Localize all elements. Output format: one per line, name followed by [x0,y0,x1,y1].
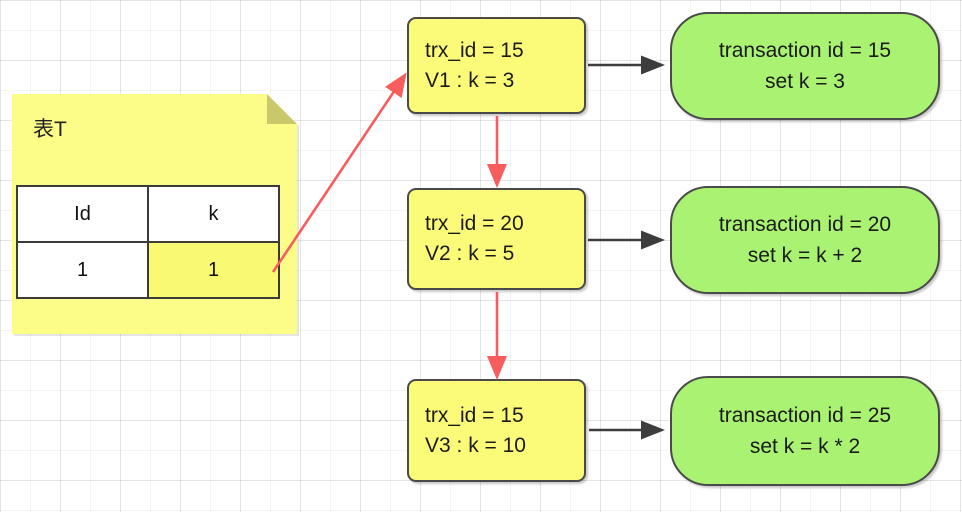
note-title: 表T [33,118,67,141]
transaction-box-15: transaction id = 15 set k = 3 [670,12,940,120]
version-box-v2: trx_id = 20 V2 : k = 5 [407,188,586,290]
transaction-box-20: transaction id = 20 set k = k + 2 [670,186,940,294]
col-header-id: Id [16,185,149,243]
transaction-op: set k = k + 2 [747,244,863,267]
version-box-v3: trx_id = 15 V3 : k = 10 [407,379,586,482]
note-fold-corner-icon [267,94,297,124]
table-header-row: Id k [16,185,280,243]
col-header-k: k [147,185,280,243]
version-box-v1: trx_id = 15 V1 : k = 3 [407,17,586,114]
table-data-row: 1 1 [16,241,280,299]
version-value: V3 : k = 10 [425,433,526,457]
transaction-id: transaction id = 15 [718,39,892,62]
version-trx-id: trx_id = 15 [425,38,524,62]
version-trx-id: trx_id = 15 [425,403,524,427]
version-value: V1 : k = 3 [425,68,515,92]
transaction-box-25: transaction id = 25 set k = k * 2 [670,376,940,486]
transaction-op: set k = k * 2 [749,435,861,458]
transaction-id: transaction id = 20 [718,213,892,236]
version-value: V2 : k = 5 [425,242,515,265]
transaction-op: set k = 3 [765,70,845,93]
version-trx-id: trx_id = 20 [425,212,524,235]
transaction-id: transaction id = 25 [718,404,892,427]
cell-id-value: 1 [16,241,149,299]
cell-k-value-highlighted: 1 [147,241,280,299]
table-T: Id k 1 1 [16,185,280,299]
